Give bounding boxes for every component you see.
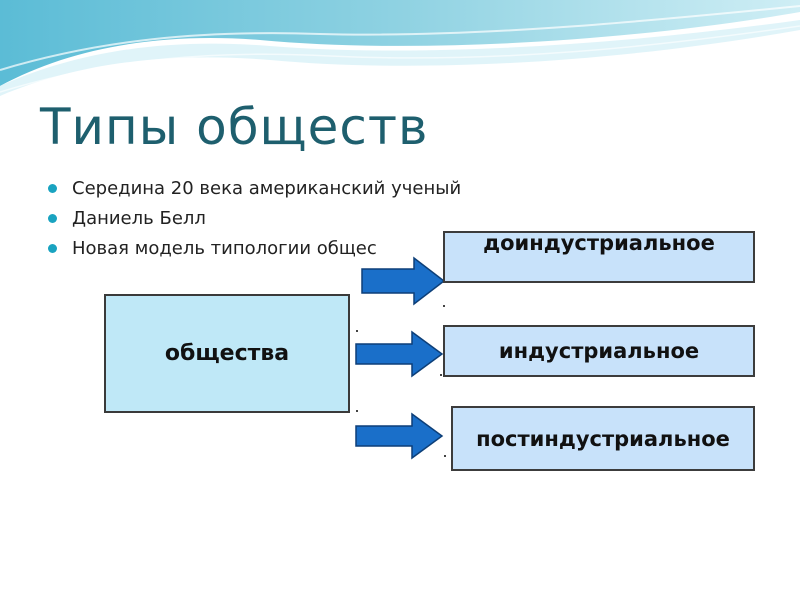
bullet-dot-icon — [48, 214, 57, 223]
bullet-item: Новая модель типологии общес — [48, 238, 461, 268]
arrow-right-icon — [355, 412, 444, 460]
bullet-item: Середина 20 века американский ученый — [48, 178, 461, 208]
marker-dot — [444, 455, 446, 457]
bullet-item: Даниель Белл — [48, 208, 461, 238]
marker-dot — [440, 374, 442, 376]
marker-dot — [443, 305, 445, 307]
bullet-text: Середина 20 века американский ученый — [72, 178, 462, 199]
type-label: индустриальное — [498, 339, 700, 363]
type-label: доиндустриальное — [483, 231, 715, 255]
arrow-right-icon — [361, 256, 446, 306]
marker-dot — [356, 410, 358, 412]
header-wave-decoration — [0, 0, 800, 96]
bullet-dot-icon — [48, 244, 57, 253]
bullet-dot-icon — [48, 184, 57, 193]
slide-title: Типы обществ — [40, 98, 429, 156]
bullet-text: Новая модель типологии общес — [72, 238, 377, 259]
bullet-text: Даниель Белл — [72, 208, 206, 229]
type-box-postindustrial: постиндустриальное — [451, 406, 755, 471]
society-box: общества — [104, 294, 350, 413]
arrow-right-icon — [355, 330, 444, 378]
marker-dot — [356, 330, 358, 332]
society-label: общества — [164, 341, 290, 366]
type-box-preindustrial: доиндустриальное — [443, 231, 755, 283]
type-label: постиндустриальное — [476, 426, 730, 451]
bullet-list: Середина 20 века американский ученый Дан… — [48, 178, 461, 268]
type-box-industrial: индустриальное — [443, 325, 755, 377]
